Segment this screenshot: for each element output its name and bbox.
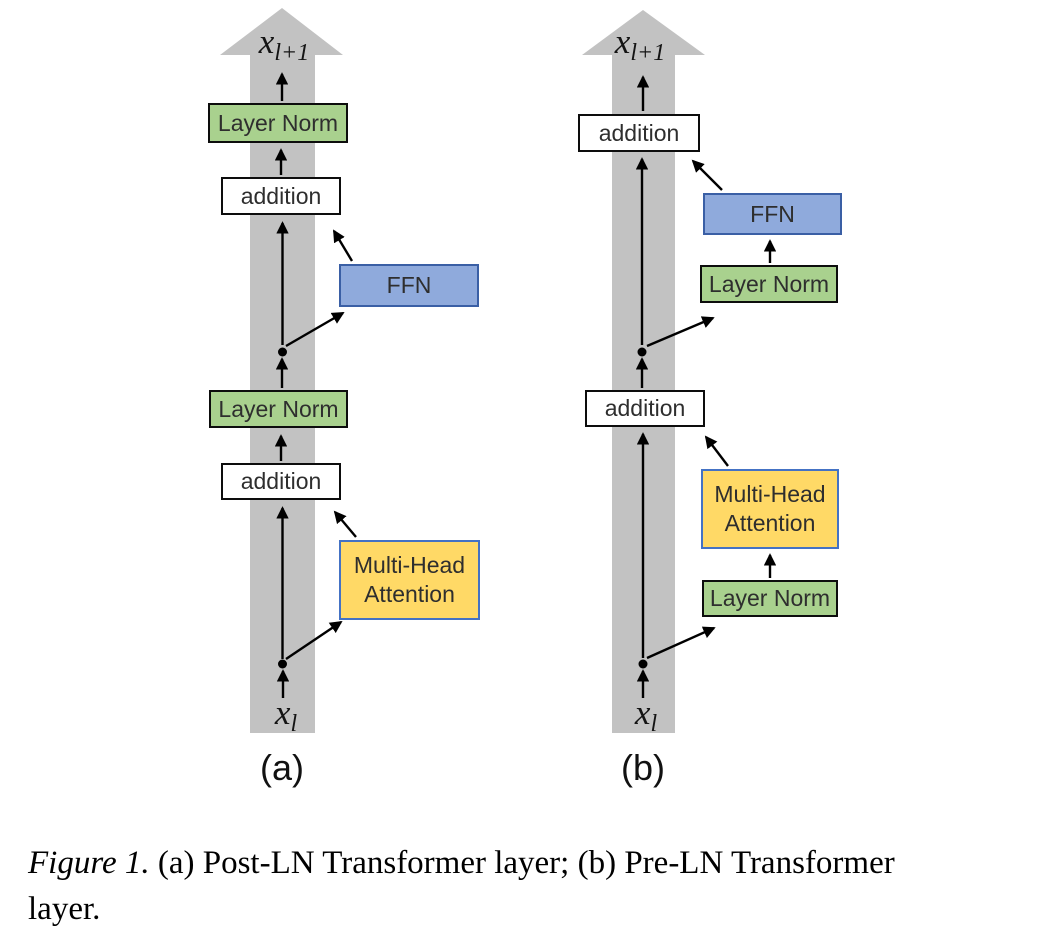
output-label-a: xl+1: [258, 22, 309, 66]
figure-caption: Figure 1. (a) Post-LN Transformer layer;…: [28, 841, 1030, 932]
box-label: Layer Norm: [709, 585, 831, 612]
flow-arrow: [285, 620, 343, 660]
addition-box-top-a: addition: [221, 177, 341, 215]
box-label: Layer Norm: [708, 270, 830, 297]
ffn-box-b: FFN: [703, 193, 842, 235]
math-x: x: [274, 693, 291, 732]
flow-arrows: [274, 72, 777, 698]
caption-text: (a) Post-LN Transformer layer; (b) Pre-L…: [149, 845, 895, 881]
output-label-b: xl+1: [614, 22, 665, 66]
addition-box-top-b: addition: [578, 114, 700, 152]
multi-head-attention-box-b: Multi-Head Attention: [701, 469, 839, 549]
residual-stream-arrow-b: [582, 10, 705, 733]
box-label: addition: [604, 395, 686, 422]
input-label-b: xl: [634, 693, 657, 737]
math-x: x: [614, 22, 631, 61]
math-x: x: [634, 693, 651, 732]
layer-norm-box-top-a: Layer Norm: [208, 103, 348, 143]
flow-arrow: [332, 229, 354, 262]
layer-norm-box-lower-b: Layer Norm: [702, 580, 838, 617]
figure-number: Figure 1.: [28, 845, 150, 881]
branch-dot: [278, 347, 287, 357]
flow-arrow: [646, 626, 716, 660]
math-x: x: [258, 22, 275, 61]
branch-dot: [638, 659, 648, 669]
layer-norm-box-upper-b: Layer Norm: [700, 265, 838, 303]
panel-label-b: (b): [621, 747, 665, 789]
box-label: Layer Norm: [218, 395, 339, 422]
math-subscript: l+1: [274, 40, 310, 66]
math-subscript: l: [290, 711, 298, 737]
caption-line-1: Figure 1. (a) Post-LN Transformer layer;…: [28, 841, 1030, 887]
box-label-line2: Attention: [364, 581, 455, 607]
addition-box-bottom-a: addition: [221, 463, 341, 500]
math-subscript: l+1: [630, 40, 666, 66]
flow-arrow: [285, 311, 345, 348]
branch-dot: [637, 347, 647, 357]
box-label: addition: [598, 119, 680, 146]
flow-arrow: [333, 510, 357, 538]
flow-arrow: [704, 435, 729, 467]
caption-line-2: layer.: [28, 890, 101, 927]
diagram-wires: [220, 8, 777, 733]
flow-arrow: [646, 316, 715, 348]
box-label: FFN: [750, 200, 795, 227]
box-label: Layer Norm: [217, 109, 339, 136]
box-label-line2: Attention: [724, 510, 816, 536]
branch-dot: [278, 659, 287, 669]
box-label: FFN: [386, 272, 432, 299]
layer-norm-box-mid-a: Layer Norm: [209, 390, 348, 428]
input-label-a: xl: [274, 693, 297, 737]
panel-label-text: (b): [621, 747, 665, 788]
box-label: addition: [240, 182, 322, 209]
multi-head-attention-box-a: Multi-Head Attention: [339, 540, 480, 620]
box-label-line1: Multi-Head: [353, 552, 466, 579]
math-subscript: l: [650, 711, 658, 737]
panel-label-a: (a): [260, 747, 304, 789]
box-label-line1: Multi-Head: [714, 481, 826, 508]
flow-arrow: [691, 159, 723, 191]
addition-box-mid-b: addition: [585, 390, 705, 427]
box-label: addition: [240, 468, 322, 495]
panel-label-text: (a): [260, 747, 304, 788]
ffn-box-a: FFN: [339, 264, 479, 307]
